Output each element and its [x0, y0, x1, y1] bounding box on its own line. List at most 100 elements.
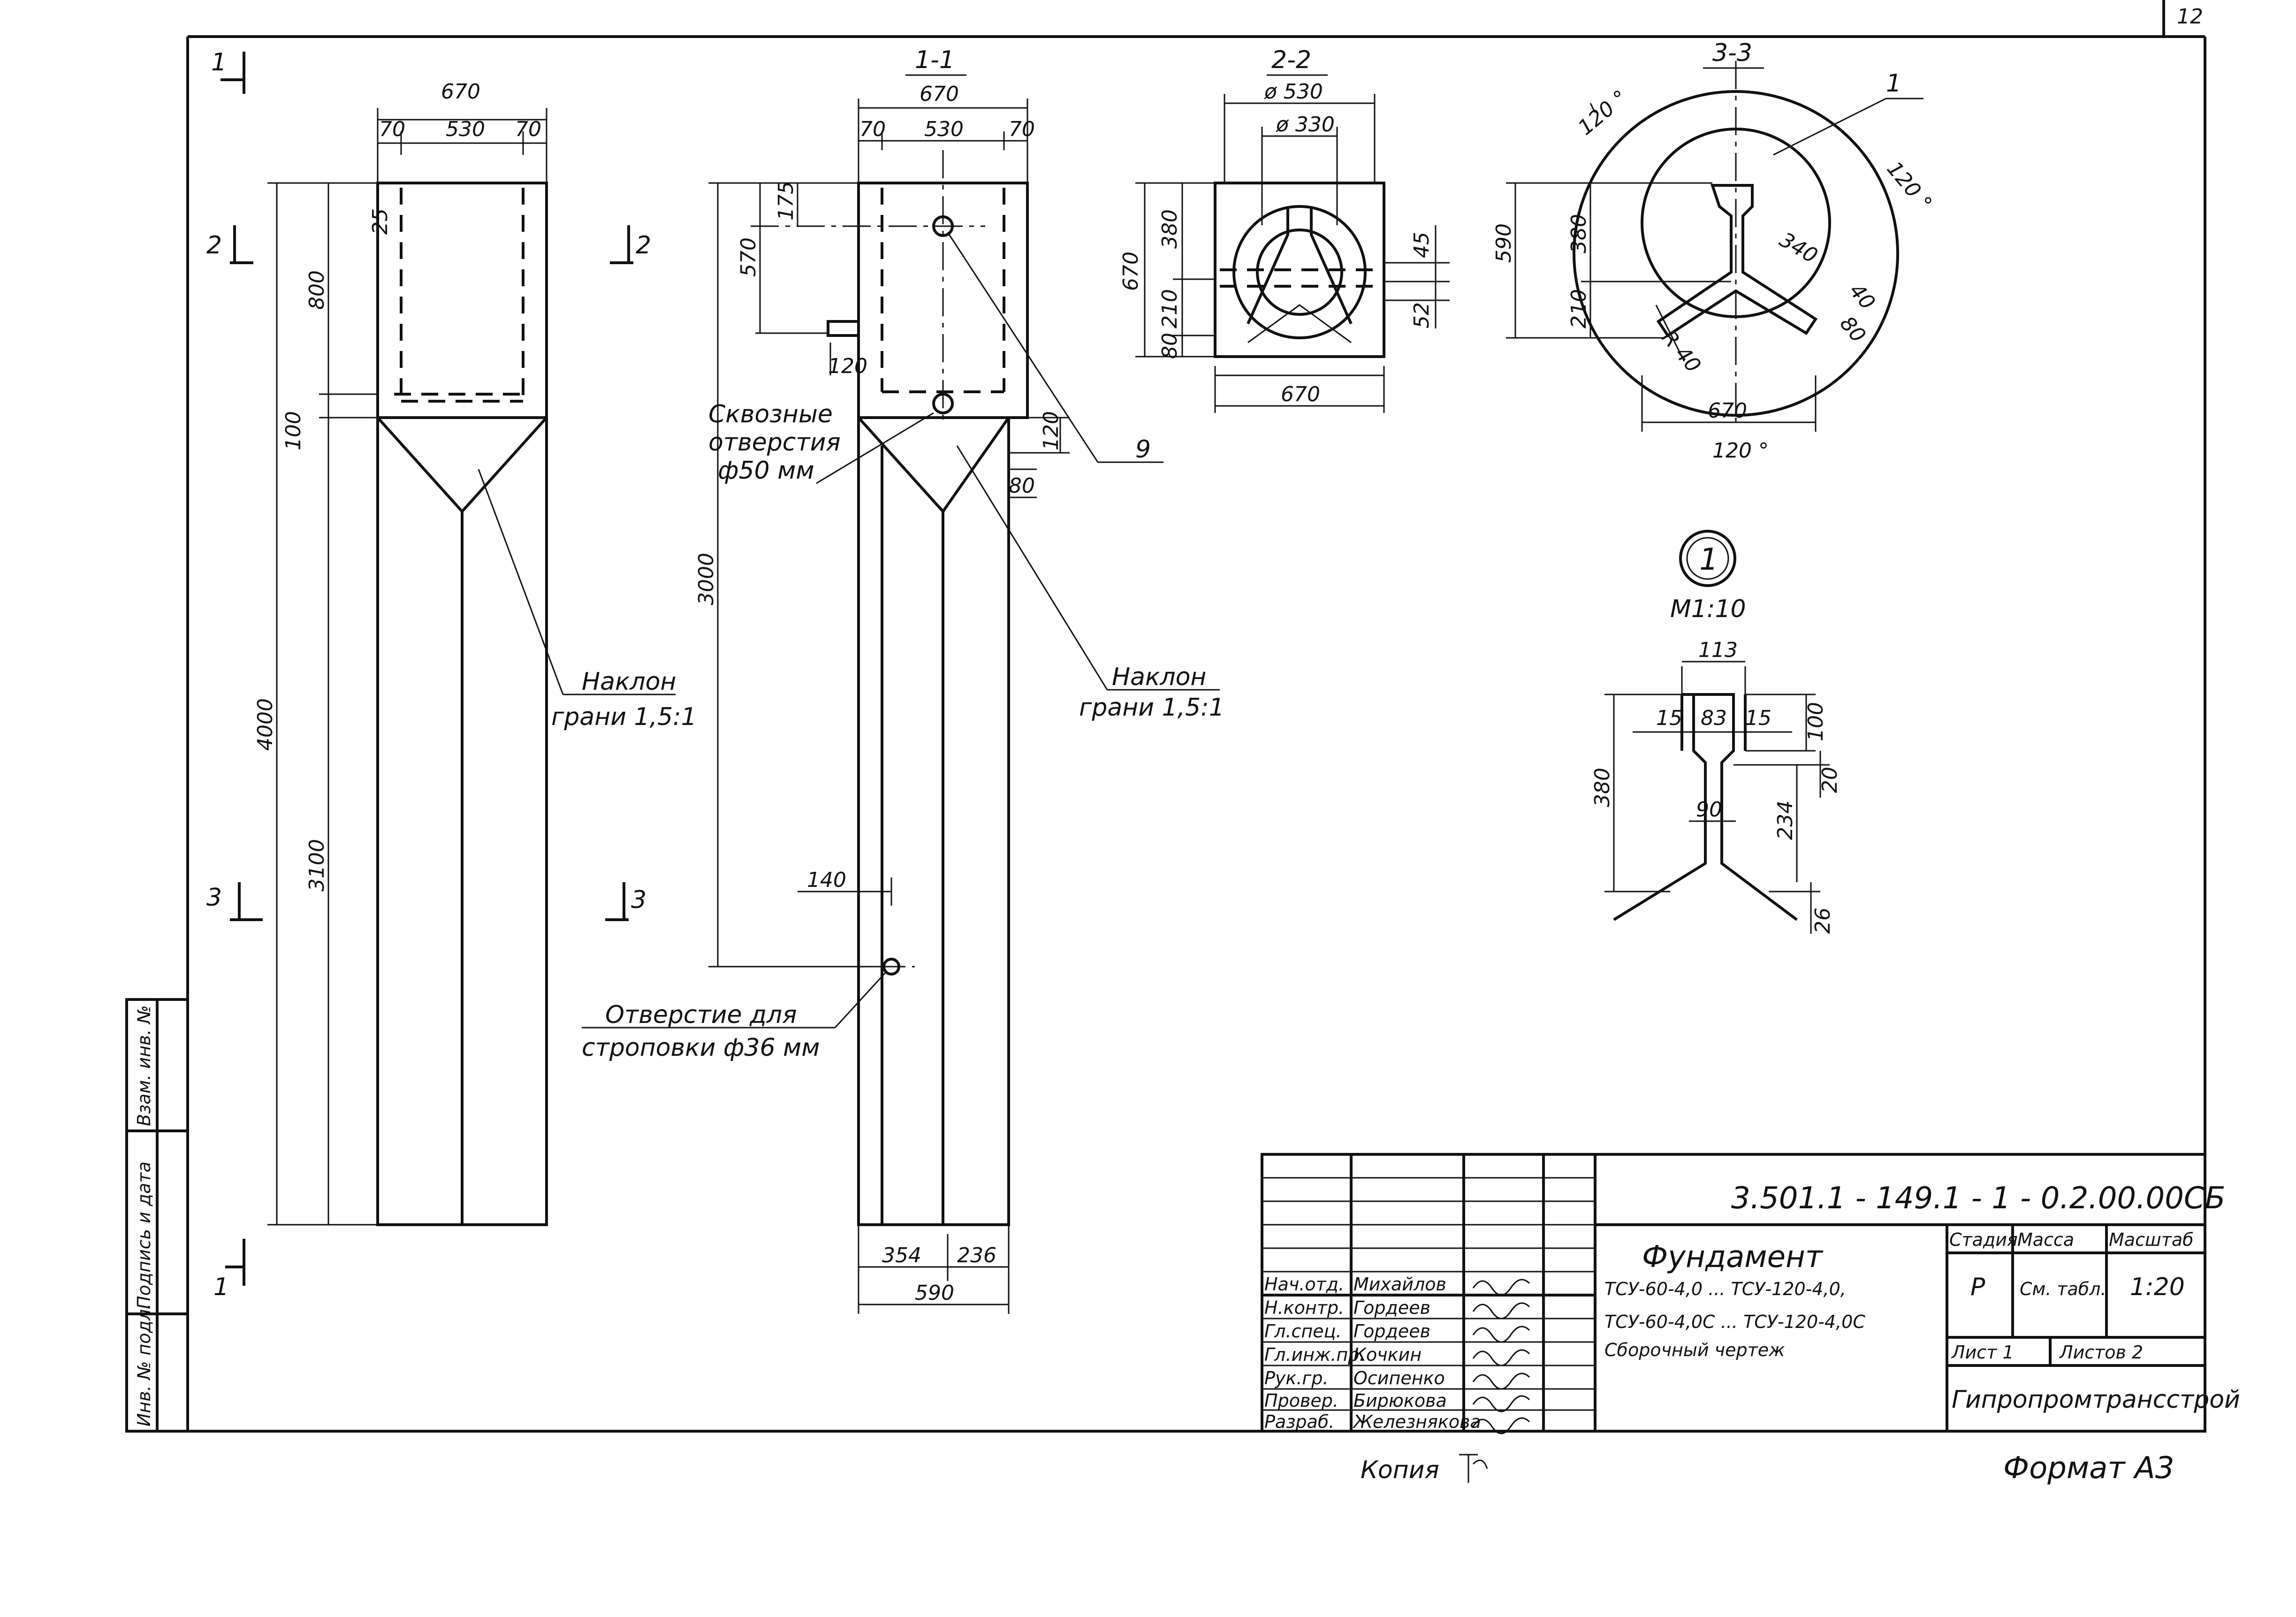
elev-dim-670: 670 [441, 80, 480, 104]
title-block: 3.501.1 - 149.1 - 1 - 0.2.00.00СБ Фундам… [1261, 1153, 2240, 1434]
sec33-title: 3-3 [1712, 39, 1752, 67]
det-dim-15r: 15 [1745, 706, 1771, 730]
elev-dim-25: 25 [368, 208, 392, 235]
det-dim-20: 20 [1818, 767, 1842, 793]
elev-dim-70l: 70 [379, 117, 405, 141]
signatures [1472, 1279, 1530, 1434]
sec11-dim-r80: 80 [1009, 474, 1035, 498]
tb-product-4: Сборочный чертеж [1604, 1340, 1785, 1360]
footer: Копия Формат А3 [1361, 1451, 2174, 1486]
tb-mass: См. табл. [2020, 1279, 2106, 1299]
sec11-title: 1-1 [915, 46, 955, 74]
sheet-number: 12 [2177, 5, 2203, 29]
tb-name-5: Бирюкова [1353, 1390, 1447, 1411]
det-dim-90: 90 [1696, 798, 1722, 822]
sec33-dim-40: 40 [1845, 279, 1880, 314]
tb-product-2: ТСУ-60-4,0 ... ТСУ-120-4,0, [1604, 1279, 1846, 1299]
elev-note-line1: Наклон [582, 668, 676, 696]
det-dim-113: 113 [1698, 638, 1738, 662]
sec33-dim-r40: R 40 [1657, 326, 1706, 377]
left-strip: Инв. № подл. Подпись и дата Взам. инв. № [125, 998, 189, 1433]
tb-product-3: ТСУ-60-4,0С ... ТСУ-120-4,0С [1604, 1312, 1865, 1332]
mid-cut-2: 2 [636, 231, 651, 259]
tb-stage: Р [1970, 1273, 1985, 1301]
elev-dim-100: 100 [281, 411, 305, 450]
strip-sign: Подпись и дата [134, 1161, 154, 1309]
tb-role-4: Рук.гр. [1264, 1368, 1329, 1388]
section-markers: 2 3 [605, 225, 651, 921]
sec33-a120-3: 120 ° [1712, 439, 1769, 463]
elevation-view: 670 530 70 70 25 800 100 4000 3100 1 2 3… [206, 48, 697, 1301]
section-2-2: 2-2 ø 530 ø 330 670 380 210 80 670 [1119, 46, 1450, 413]
det-dim-234: 234 [1773, 801, 1797, 840]
sec22-dim-h670: 670 [1281, 382, 1320, 406]
det-dim-26: 26 [1811, 908, 1835, 934]
sec33-dim-80: 80 [1835, 312, 1870, 347]
tb-scale-hdr: Масштаб [2109, 1229, 2194, 1250]
sec11-dim-70l: 70 [859, 117, 886, 141]
sec11-sling-1: Отверстие для [605, 1001, 797, 1029]
copy-initials-mark [1459, 1454, 1488, 1483]
tb-role-3: Гл.инж.пр. [1264, 1344, 1365, 1365]
sec11-dim-70r: 70 [1009, 117, 1035, 141]
tb-name-1: Гордеев [1353, 1297, 1430, 1318]
sec11-holes-3: ф50 мм [718, 457, 814, 485]
sec33-a120-1: 120 ° [1574, 85, 1632, 140]
sec11-dim-590: 590 [915, 1281, 954, 1305]
tb-code: 3.501.1 - 149.1 - 1 - 0.2.00.00СБ [1731, 1181, 2226, 1216]
sec33-dim-590: 590 [1492, 223, 1516, 263]
tb-name-0: Михайлов [1353, 1274, 1446, 1295]
mid-cut-3: 3 [631, 886, 646, 914]
det-dim-15l: 15 [1656, 706, 1682, 730]
sec33-dim-380: 380 [1567, 214, 1591, 253]
sec11-holes-1: Сквозные [708, 400, 833, 428]
sec33-dim-340: 340 [1776, 228, 1822, 268]
tb-role-0: Нач.отд. [1264, 1274, 1344, 1295]
det-dim-100: 100 [1804, 702, 1828, 741]
sec11-dim-354: 354 [882, 1243, 921, 1267]
tb-org: Гипропромтрансстрой [1952, 1386, 2240, 1414]
detail-label: 1 [1699, 542, 1718, 577]
tb-scale: 1:20 [2130, 1273, 2185, 1301]
callout-9: 9 [1135, 435, 1151, 464]
tb-role-2: Гл.спец. [1264, 1321, 1342, 1342]
sec11-holes-2: отверстия [708, 428, 841, 457]
elev-note-line2: грани 1,5:1 [551, 703, 697, 731]
tb-role-1: Н.контр. [1264, 1297, 1344, 1318]
cut-1-top: 1 [211, 48, 227, 76]
footer-format: Формат А3 [2003, 1451, 2174, 1486]
sec22-dim-52: 52 [1410, 302, 1434, 328]
sec11-dim-r120: 120 [1039, 411, 1063, 450]
sec33-dim-210: 210 [1567, 289, 1591, 328]
detail-1: 1 М1:10 113 15 83 15 100 20 234 380 90 2… [1590, 530, 1842, 934]
sec11-dim-175: 175 [774, 181, 798, 221]
sec22-dim-45: 45 [1410, 232, 1434, 258]
elev-dim-3100: 3100 [305, 839, 329, 892]
callout-1: 1 [1886, 69, 1901, 98]
cut-2-left: 2 [206, 231, 222, 259]
sec22-title: 2-2 [1271, 46, 1311, 74]
sec22-dim-530: ø 530 [1264, 80, 1323, 104]
cut-3-left: 3 [206, 884, 222, 912]
det-dim-83: 83 [1701, 706, 1727, 730]
strip-inv: Инв. № подл. [134, 1304, 154, 1426]
tb-role-5: Провер. [1264, 1390, 1338, 1411]
tb-name-6: Железнякова [1353, 1411, 1481, 1432]
section-1-1: 1-1 670 530 70 70 175 [582, 46, 1224, 1314]
cut-1-bottom: 1 [213, 1273, 229, 1301]
elev-dim-4000: 4000 [253, 698, 277, 751]
tb-sheets: Листов 2 [2059, 1342, 2143, 1363]
sec11-dim-530: 530 [924, 117, 964, 141]
sec11-dim-236: 236 [957, 1243, 996, 1267]
sec22-dim-v670: 670 [1119, 252, 1143, 291]
sec11-dim-670: 670 [920, 82, 959, 106]
sec33-dim-670: 670 [1708, 399, 1747, 423]
tb-name-3: Кочкин [1353, 1344, 1422, 1365]
elev-dim-530: 530 [446, 117, 485, 141]
sec11-slope-2: грани 1,5:1 [1079, 694, 1224, 722]
sec11-dim-3000: 3000 [694, 553, 718, 605]
sec11-dim-120: 120 [828, 354, 867, 378]
sec22-dim-v80: 80 [1158, 333, 1182, 359]
detail-scale: М1:10 [1670, 595, 1746, 623]
